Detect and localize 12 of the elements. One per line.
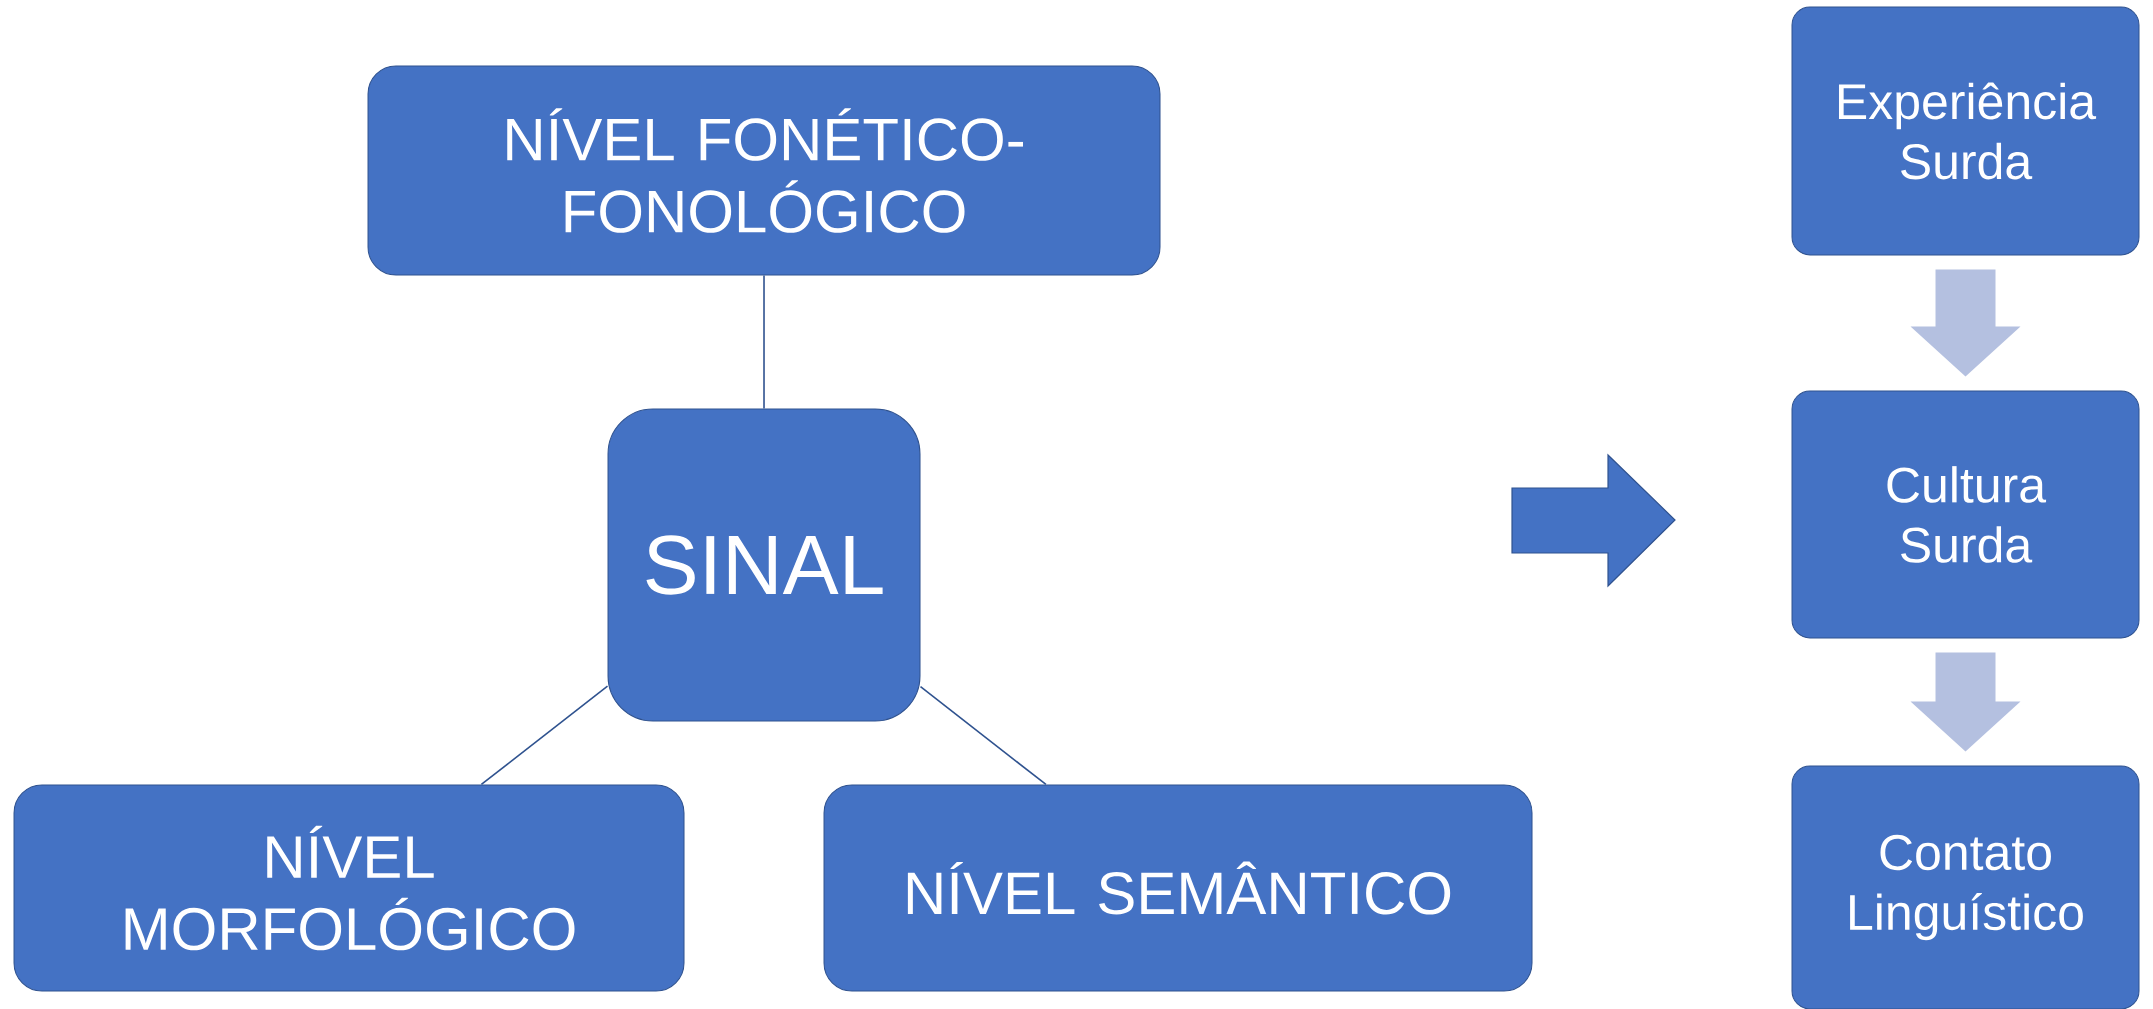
rounded-box: SINAL [607,408,921,722]
process-box: Contato Linguístico [1791,765,2140,1009]
rounded-box: NÍVEL MORFOLÓGICO [13,784,685,992]
connector-line [480,685,609,786]
process-box: Experiência Surda [1791,6,2140,256]
connector-line [919,685,1047,786]
process-box: Cultura Surda [1791,390,2140,639]
block-arrow [1910,269,2021,377]
rounded-box: NÍVEL SEMÂNTICO [823,784,1533,992]
connector-line [763,274,765,410]
rounded-box: NÍVEL FONÉTICO-FONOLÓGICO [367,65,1161,276]
block-arrow [1910,652,2021,752]
